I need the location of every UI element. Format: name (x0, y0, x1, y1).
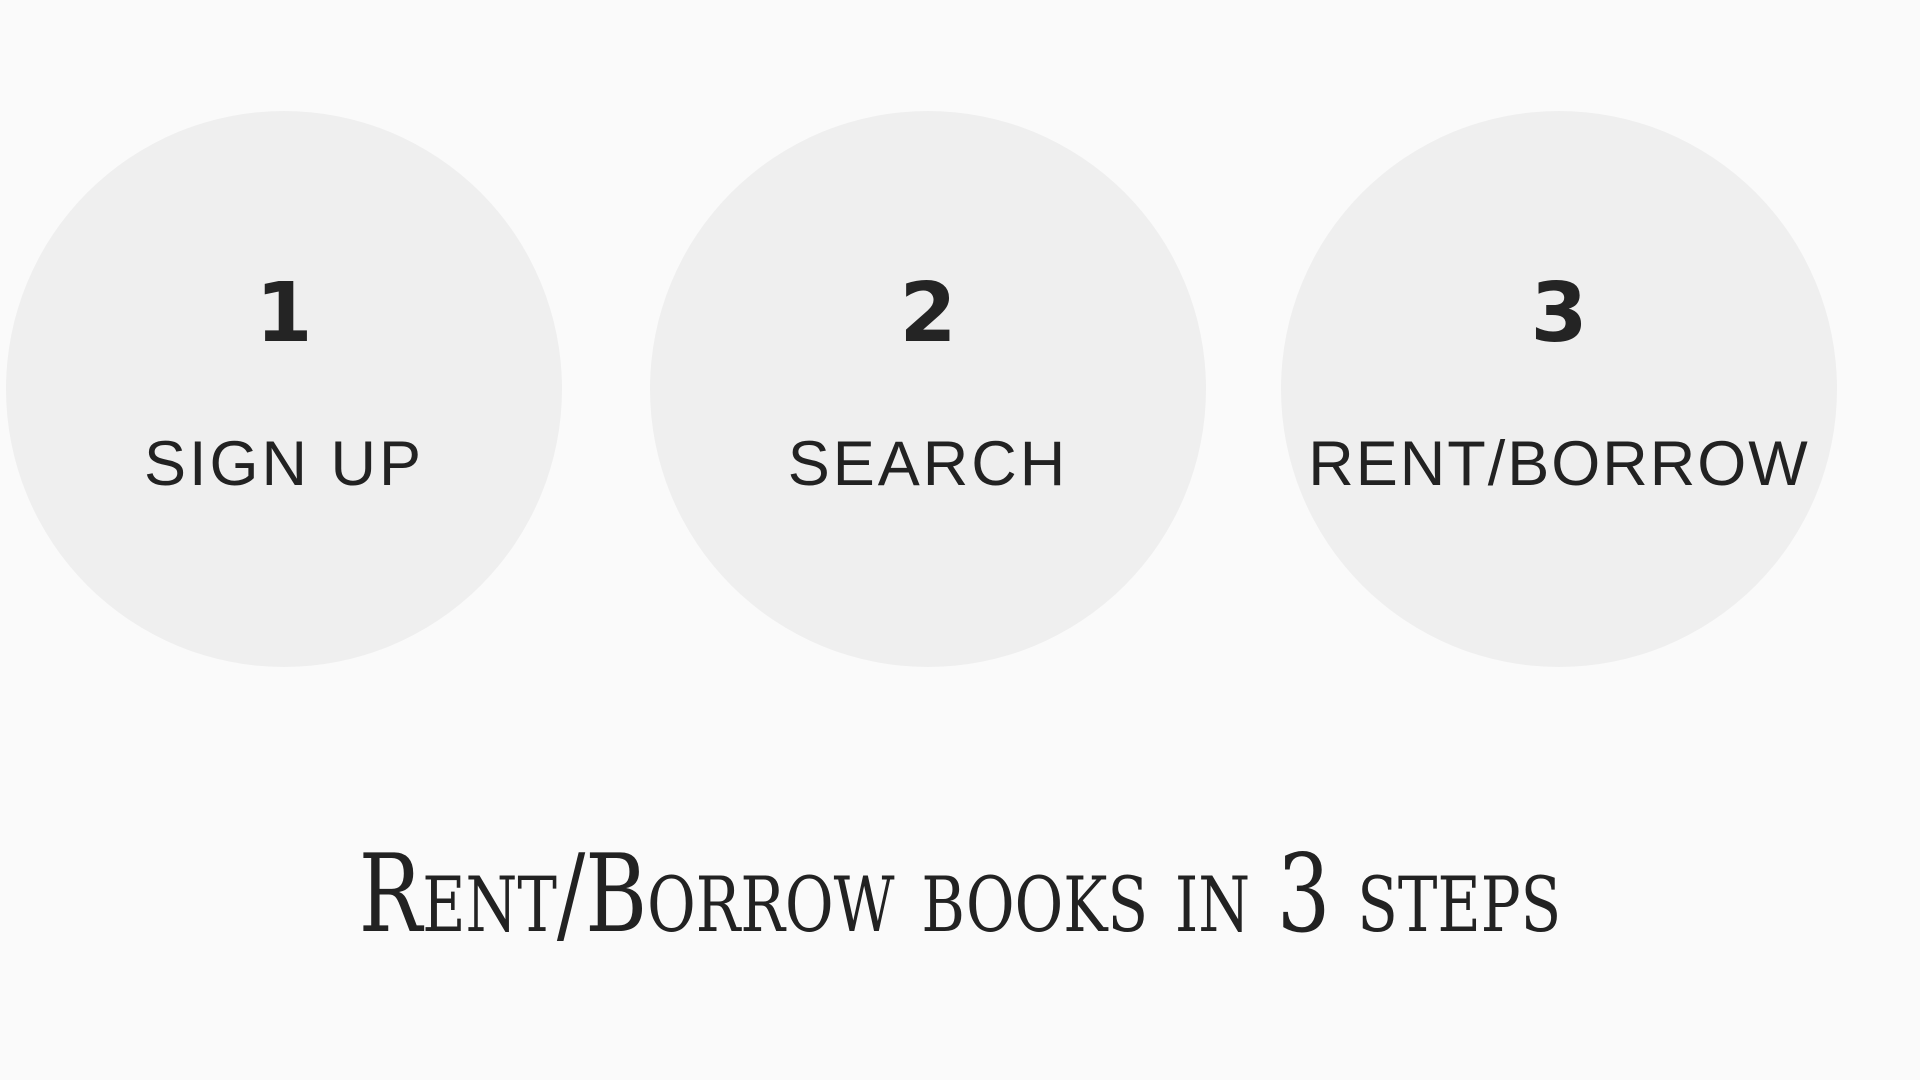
step-3-circle: 3 RENT/BORROW (1281, 111, 1837, 667)
step-3-number: 3 (1530, 266, 1588, 361)
step-2-circle: 2 SEARCH (650, 111, 1206, 667)
step-1-label: SIGN UP (143, 429, 425, 499)
step-2-number: 2 (899, 266, 957, 361)
step-1-circle: 1 SIGN UP (6, 111, 562, 667)
step-2-label: SEARCH (787, 429, 1069, 499)
step-1-number: 1 (255, 266, 313, 361)
page-headline: Rent/Borrow books in 3 steps (358, 832, 1562, 957)
step-3-label: RENT/BORROW (1308, 429, 1810, 499)
